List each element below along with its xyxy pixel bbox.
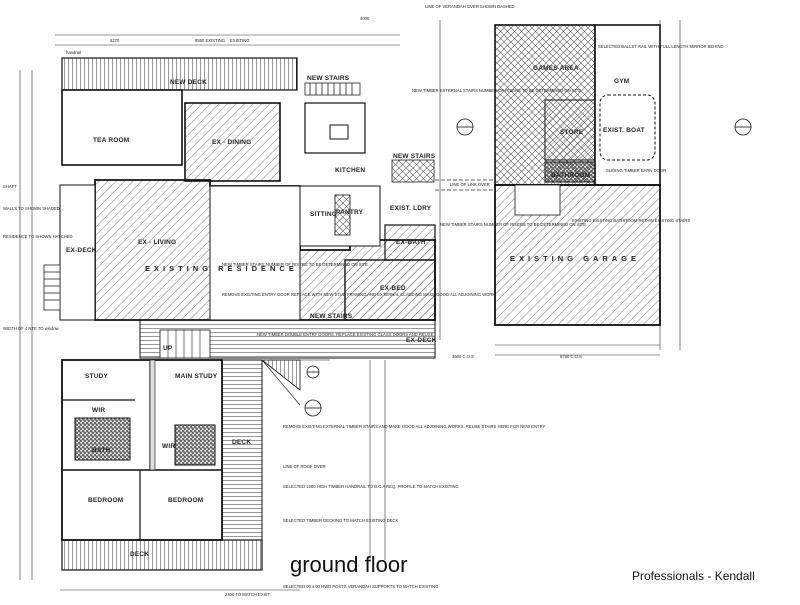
drawing-credit: Professionals - Kendall — [632, 569, 755, 583]
link-walkway — [435, 179, 495, 191]
label-new-stairs-bottom: NEW STAIRS — [310, 313, 353, 320]
note-new-timber-stairs-right: NEW TIMBER STAIRS NUMBER OF RISERS TO BE… — [440, 222, 586, 227]
label-new-deck: NEW DECK — [170, 79, 207, 86]
label-new-stairs-top: NEW STAIRS — [307, 75, 350, 82]
label-gym: GYM — [614, 78, 629, 85]
label-new-stairs-mid: NEW STAIRS — [393, 153, 436, 160]
label-bedroom-right: BEDROOM — [168, 497, 203, 504]
note-remove-stairs: REMOVE EXISTING EXTERNAL TIMBER STAIRS A… — [283, 424, 546, 429]
label-store: STORE — [560, 129, 584, 136]
ex-bath-area — [384, 224, 436, 261]
label-deck-side: DECK — [232, 439, 251, 446]
label-bedroom-left: BEDROOM — [88, 497, 123, 504]
note-decking: SELECTED TIMBER DECKING TO MATCH EXISTIN… — [283, 518, 399, 523]
note-posts: SELECTED 90 x 90 HWD POSTS VERANDAH SUPP… — [283, 584, 438, 589]
note-remove-door: REMOVE EXISTING ENTRY DOOR REPLACE WITH … — [222, 292, 495, 297]
entry-stairs — [159, 329, 211, 359]
label-pantry: PANTRY — [336, 209, 364, 216]
annotation-notes: LINE OF VERANDAH OVER SHOWN DASHED SELEC… — [3, 4, 724, 597]
note-cos-1: 3600 C.O.S — [452, 354, 474, 359]
note-garage-bathroom: EXISTING EXISTING BATHROOM RETAIN EXISTI… — [572, 218, 690, 223]
note-dim-5270: 5270 — [110, 38, 120, 43]
ex-dining-area — [184, 102, 281, 182]
label-existing-garage: EXISTING GARAGE — [510, 254, 640, 263]
label-ex-bed: EX-BED — [380, 285, 406, 292]
note-barn-door: SLIDING TIMBER BARN DOOR — [606, 168, 666, 173]
label-kitchen: KITCHEN — [335, 167, 365, 174]
label-up: UP — [163, 345, 173, 352]
note-existing-dim: EXISTING — [230, 38, 250, 43]
note-cos-2: 8750 C.O.S — [560, 354, 582, 359]
note-match-existing: 2400 TO MATCH EXIST. — [225, 592, 271, 597]
garage-bathroom-area — [544, 161, 596, 183]
label-ex-ldry: EXIST. LDRY — [390, 205, 432, 212]
label-games-area: GAMES AREA — [533, 65, 579, 72]
label-wir-left: WIR — [92, 407, 105, 414]
label-ex-deck-right: EX-DECK — [406, 337, 437, 344]
note-timber-stairs-top: NEW TIMBER EXTERNAL STAIRS NUMBER OF RIS… — [412, 88, 581, 93]
note-double-entry: NEW TIMBER DOUBLE ENTRY DOORS. REPLACE E… — [257, 332, 434, 337]
bath-area — [74, 417, 131, 461]
note-veranda: LINE OF VERANDAH OVER SHOWN DASHED — [425, 4, 515, 9]
label-ex-deck-left: EX-DECK — [66, 247, 97, 254]
note-walls-shaded: WALLS TO SHOWN SHADED — [3, 206, 60, 211]
note-handrail: SELECTED 1000 HIGH TIMBER HANDRAIL TO B.… — [283, 484, 459, 489]
deck-side-area — [221, 359, 263, 541]
label-exist-boat: EXIST. BOAT — [603, 127, 645, 134]
left-stairs — [43, 264, 61, 311]
room-labels: NEW DECK TEA ROOM EX - DINING EX - LIVIN… — [66, 65, 645, 558]
boat-outline — [599, 94, 656, 161]
label-ex-living: EX - LIVING — [138, 239, 176, 246]
sink — [329, 124, 349, 140]
deck-bottom-area — [61, 539, 263, 571]
tea-room-area — [61, 89, 183, 166]
label-tea-room: TEA ROOM — [93, 137, 129, 144]
label-existing-residence: EXISTING RESIDENCE — [145, 264, 298, 273]
ensuite-area — [174, 424, 216, 466]
label-study: STUDY — [85, 373, 108, 380]
note-handrail-label: handrail — [66, 50, 81, 55]
label-ex-bath: EX-BATH — [396, 239, 426, 246]
drawing-caption: ground floor — [290, 552, 408, 577]
new-stairs-top — [304, 82, 361, 96]
new-stairs-mid — [391, 159, 435, 183]
note-dim-4000: 4000 — [360, 16, 370, 21]
label-sitting: SITTING — [310, 211, 337, 218]
label-bathroom: BATHROOM — [551, 172, 590, 179]
note-shaft: SHAFT — [3, 184, 17, 189]
label-deck-bottom: DECK — [130, 551, 149, 558]
label-bath: BATH — [92, 447, 110, 454]
ex-deck-left-area — [59, 184, 96, 321]
note-width: WIDTH OF 4 NTE TO window — [3, 326, 60, 331]
section-markers — [304, 118, 752, 417]
label-wir-right: WIR — [162, 443, 175, 450]
note-new-timber-stairs-mid: NEW TIMBER STAIRS NUMBER OF RISERS TO BE… — [222, 262, 368, 267]
label-ex-dining: EX - DINING — [212, 139, 251, 146]
garage-stairs — [514, 184, 561, 216]
note-ballet-rail: SELECTED BALLET RAIL WITH FULL LENGTH MI… — [598, 44, 724, 49]
stair-railing — [261, 359, 330, 406]
hall-wall — [149, 359, 156, 471]
note-residence-hatched: RESIDENCE TO SHOWN HATCHED — [3, 234, 73, 239]
label-main-study: MAIN STUDY — [175, 373, 218, 380]
note-link-over: LINE OF LINK OVER — [450, 182, 490, 187]
sitting-circulation — [209, 185, 301, 321]
new-deck-area — [61, 57, 298, 91]
deck-wedge — [260, 359, 301, 391]
store-area — [544, 99, 596, 161]
note-roof-over: LINE OF ROOF OVER — [283, 464, 326, 469]
pantry-area — [334, 194, 351, 236]
note-dim-8550: 8550 EXISTING — [195, 38, 225, 43]
